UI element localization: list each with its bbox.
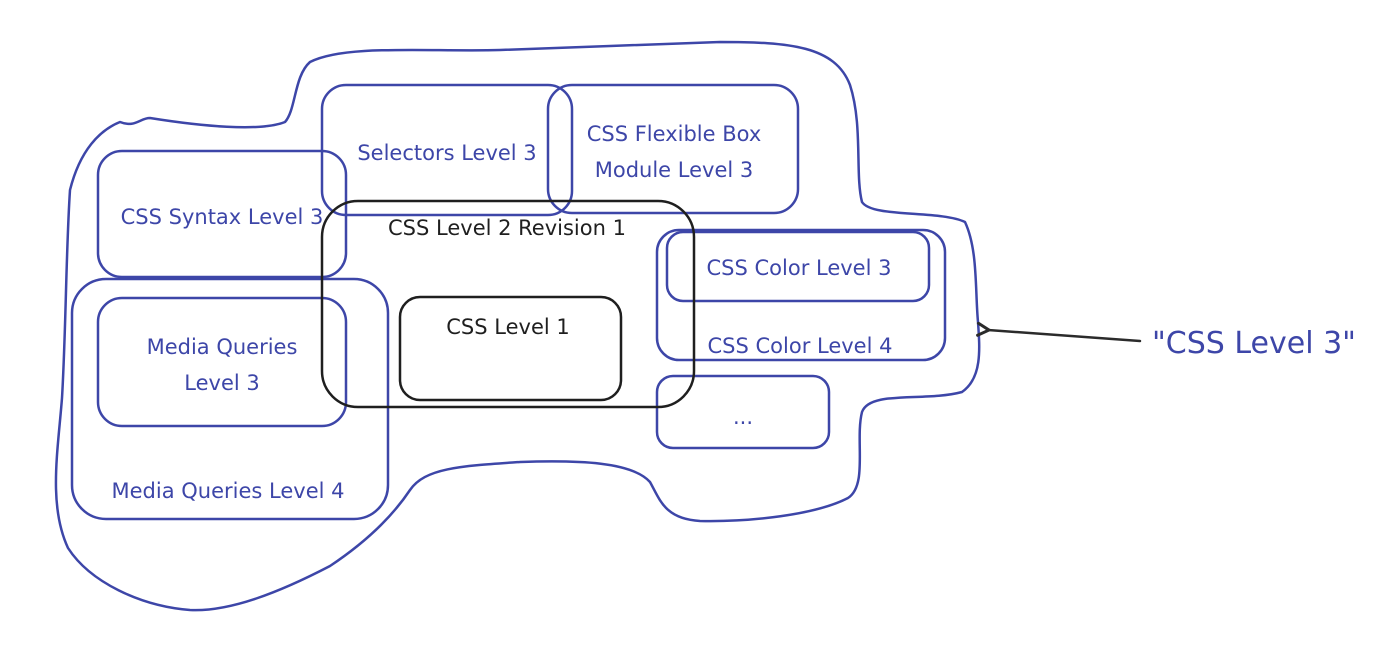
box-selectors-level-3: [320, 83, 574, 217]
box-css-level-2-revision-1: [320, 199, 696, 409]
label-flexbox-line-1: CSS Flexible Box: [587, 122, 762, 146]
callout-css-level-3: "CSS Level 3": [1152, 326, 1356, 361]
label-css-color-level-4: CSS Color Level 4: [708, 334, 893, 358]
box-css-color-level-4: [655, 228, 947, 362]
box-flexbox-level-3: [546, 83, 800, 215]
box-css-color-level-3: [665, 230, 931, 303]
box-css-level-1: [398, 295, 623, 402]
css-level-3-outline: [54, 40, 981, 612]
label-selectors-level-3: Selectors Level 3: [357, 141, 536, 165]
label-css-level-2-revision-1: CSS Level 2 Revision 1: [388, 216, 626, 240]
label-media-queries-line-2: Level 3: [184, 371, 259, 395]
box-media-queries-level-4: [70, 277, 390, 521]
box-media-queries-level-3: [96, 296, 348, 428]
label-media-queries-line-1: Media Queries: [147, 335, 298, 359]
label-css-syntax-level-3: CSS Syntax Level 3: [121, 205, 324, 229]
box-more-modules: [655, 374, 831, 450]
label-more-modules: ...: [733, 405, 753, 429]
label-css-level-1: CSS Level 1: [446, 315, 569, 339]
label-flexbox-line-2: Module Level 3: [595, 158, 754, 182]
label-media-queries-level-4: Media Queries Level 4: [112, 479, 345, 503]
label-css-color-level-3: CSS Color Level 3: [707, 256, 892, 280]
arrow-left-icon: [976, 321, 1142, 343]
